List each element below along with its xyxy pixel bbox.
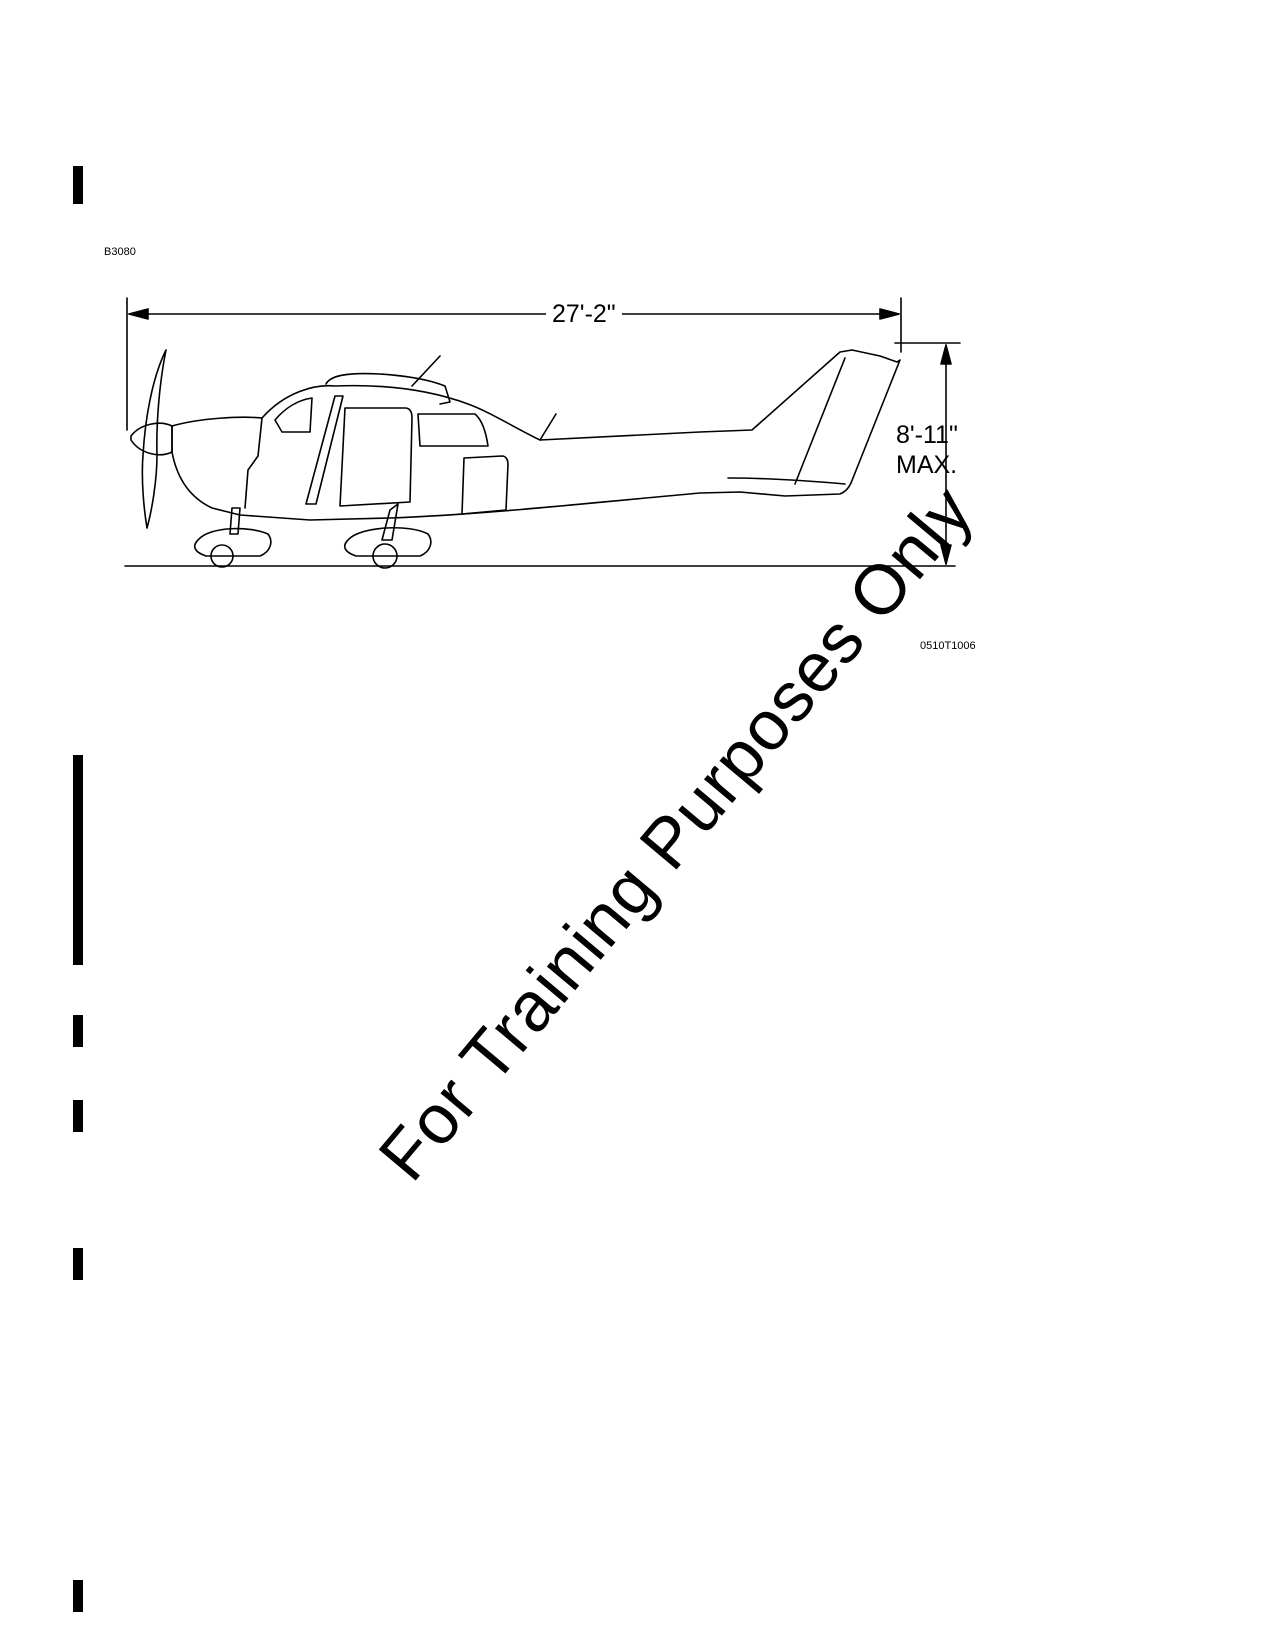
figure-id-top: B3080: [104, 246, 136, 258]
fuselage-outline: [171, 349, 901, 521]
antenna-rear: [539, 413, 557, 441]
change-bar: [73, 1100, 83, 1132]
figure-id-bottom: 0510T1006: [920, 640, 976, 652]
cowling: [244, 417, 263, 509]
wing-top: [325, 372, 451, 405]
nose-gear-leg: [229, 507, 241, 535]
length-arrow-right: [879, 308, 900, 320]
wing-strut: [305, 395, 344, 505]
change-bar: [73, 1248, 83, 1280]
max-height-label: 8'-11" MAX.: [896, 420, 958, 480]
windshield: [274, 397, 313, 433]
nose-wheel: [210, 544, 234, 568]
change-bar: [73, 1580, 83, 1612]
tail-fin-inner: [794, 357, 846, 485]
nose-wheel-fairing: [193, 527, 272, 557]
overall-length-label: 27'-2": [546, 301, 622, 327]
cabin-door: [339, 407, 413, 507]
horizontal-stabilizer: [727, 477, 846, 485]
change-bar: [73, 166, 83, 204]
max-height-value: 8'-11": [896, 421, 958, 449]
max-height-suffix: MAX.: [896, 451, 958, 479]
main-gear-leg: [381, 503, 399, 541]
main-wheel: [372, 543, 398, 569]
change-bar: [73, 1015, 83, 1047]
rear-window: [417, 413, 489, 447]
propeller-spinner: [130, 422, 173, 456]
propeller: [141, 349, 167, 529]
length-arrow-left: [128, 308, 149, 320]
change-bar: [73, 755, 83, 965]
baggage-door: [461, 455, 509, 515]
antenna-top: [411, 355, 441, 387]
height-arrow-top: [940, 344, 952, 365]
main-wheel-fairing: [343, 526, 432, 557]
height-arrow-bottom: [940, 544, 952, 565]
